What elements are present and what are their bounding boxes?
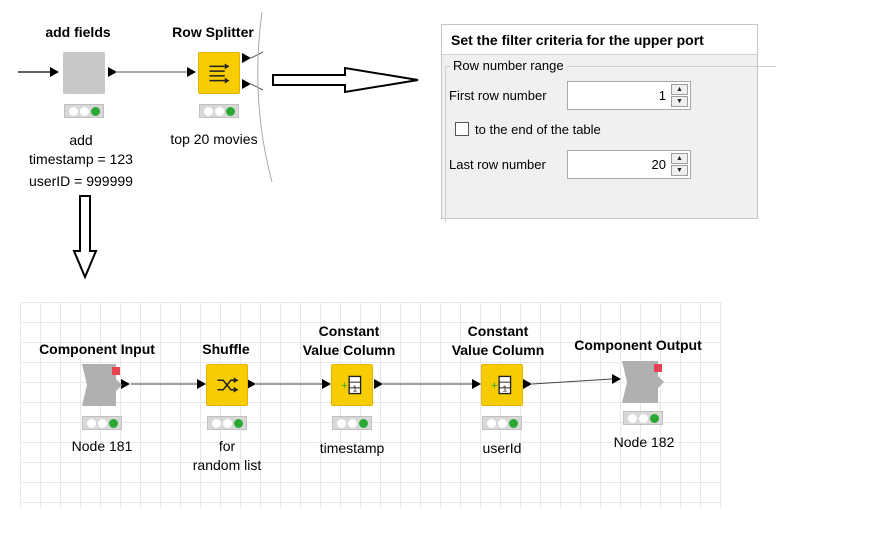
row-range-group [445,66,776,222]
constant-value-2-node[interactable]: 1 + [481,364,523,406]
first-row-up-button[interactable]: ▲ [671,84,688,95]
shuffle-label-line-1: for [218,438,236,454]
constant-value-icon: 1 + [341,375,362,395]
component-input-label: Node 181 [71,438,133,454]
last-row-value[interactable]: 20 [651,157,666,172]
constant-value-1-node[interactable]: 1 + [331,364,373,406]
component-output-icon [622,361,664,403]
last-row-up-button[interactable]: ▲ [671,153,688,164]
constant-value-2-title-line-2: Value Column [451,342,545,358]
row-filter-dialog: Set the filter criteria for the upper po… [441,24,776,222]
component-canvas[interactable] [20,302,722,508]
component-output-status [623,411,663,425]
last-row-label: Last row number [449,157,546,172]
svg-text:+: + [341,380,348,392]
component-output-node[interactable] [622,361,664,403]
end-of-table-checkbox[interactable] [455,122,469,136]
row-splitter-node[interactable] [198,52,240,94]
constant-value-icon: 1 + [491,375,512,395]
row-splitter-title: Row Splitter [172,24,254,40]
row-splitter-icon [209,63,230,84]
add-fields-node[interactable] [63,52,105,94]
component-input-port-marker [112,367,120,375]
last-row-spinner[interactable]: 20 ▲ ▼ [567,150,691,179]
dialog-header: Set the filter criteria for the upper po… [442,25,757,55]
first-row-label: First row number [449,88,547,103]
component-output-port-marker [654,364,662,372]
constant-value-1-title-line-2: Value Column [302,342,396,358]
add-fields-status [64,104,104,118]
svg-text:1: 1 [352,384,357,394]
add-fields-title: add fields [45,24,111,40]
add-fields-label-line-3: userID = 999999 [29,173,133,189]
add-fields-label-line-2: timestamp = 123 [29,151,133,167]
first-row-down-button[interactable]: ▼ [671,96,688,107]
constant-value-1-title-line-1: Constant [318,323,380,339]
constant-value-2-label: userId [482,440,522,456]
shuffle-icon [217,377,239,393]
row-splitter-label: top 20 movies [170,131,258,147]
component-input-title: Component Input [39,341,155,357]
row-splitter-status [199,104,239,118]
last-row-down-button[interactable]: ▼ [671,165,688,176]
component-input-status [82,416,122,430]
constant-value-2-status [482,416,522,430]
dialog-header-text: Set the filter criteria for the upper po… [451,32,704,48]
constant-value-1-label: timestamp [319,440,385,456]
shuffle-node[interactable] [206,364,248,406]
shuffle-label-line-2: random list [192,457,262,473]
first-row-spinner[interactable]: 1 ▲ ▼ [567,81,691,110]
constant-value-1-status [332,416,372,430]
svg-text:1: 1 [502,384,507,394]
svg-text:+: + [491,380,498,392]
constant-value-2-title-line-1: Constant [467,323,529,339]
component-output-title: Component Output [574,337,702,353]
add-fields-label-line-1: add [69,132,93,148]
row-range-legend: Row number range [450,58,567,73]
end-of-table-label[interactable]: to the end of the table [475,122,601,137]
component-input-node[interactable] [82,364,124,406]
first-row-value[interactable]: 1 [658,88,666,103]
shuffle-title: Shuffle [202,341,250,357]
component-output-label: Node 182 [613,434,675,450]
shuffle-status [207,416,247,430]
